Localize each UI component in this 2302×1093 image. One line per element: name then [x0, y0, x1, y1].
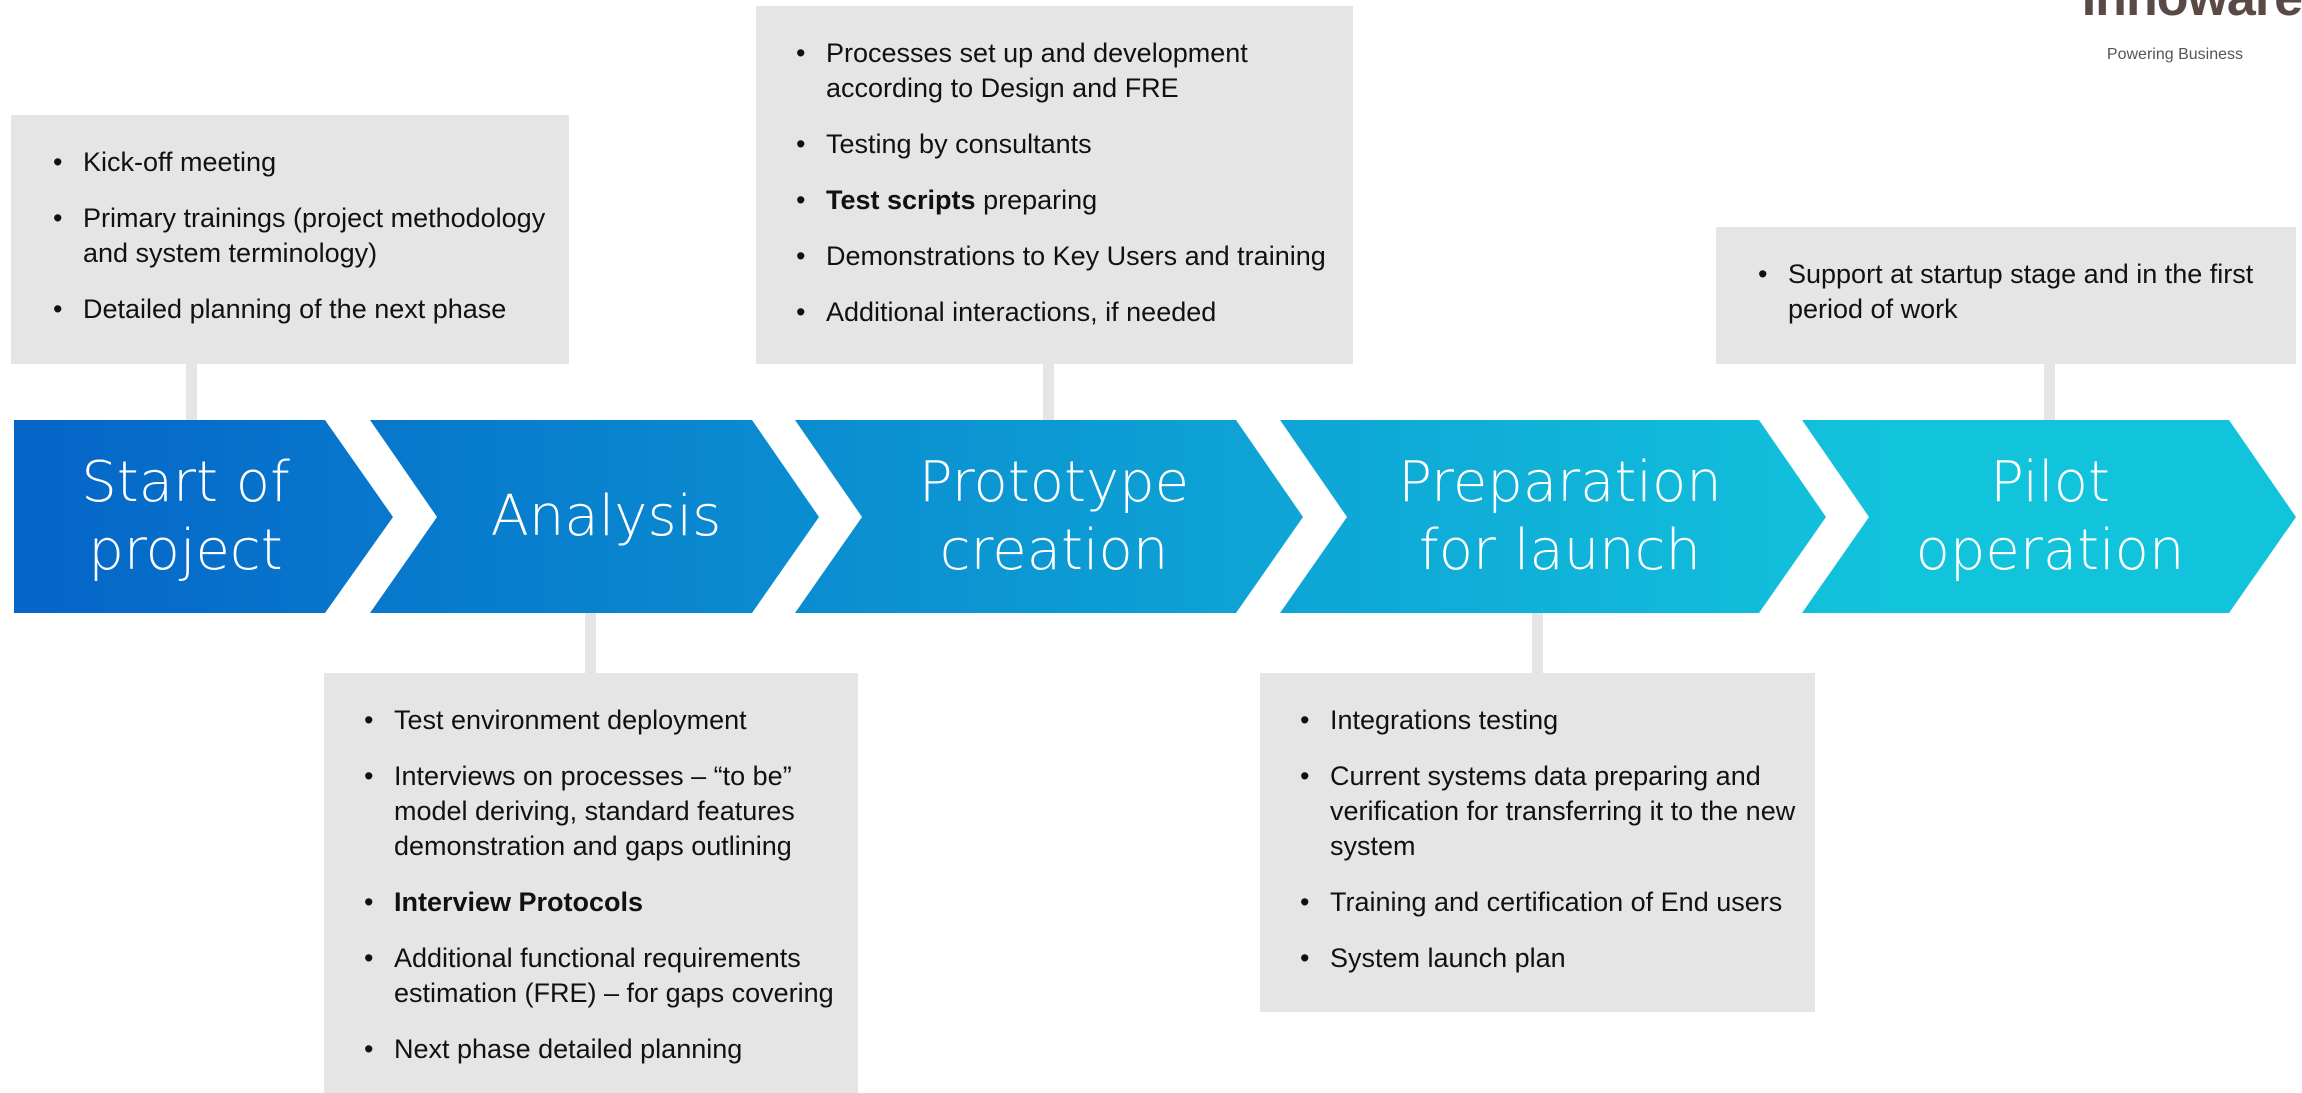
stage-arrow-preparation — [1280, 420, 1826, 613]
list-item: Processes set up and development accordi… — [796, 36, 1339, 106]
stage-arrow-pilot — [1802, 420, 2296, 613]
stage-arrow-prototype — [795, 420, 1303, 613]
connector-pilot — [2044, 363, 2055, 420]
list-item: System launch plan — [1300, 941, 1797, 976]
stage-prototype-line2: creation — [939, 517, 1169, 583]
list-item: Testing by consultants — [796, 127, 1339, 162]
stage-pilot-line2: operation — [1915, 517, 2185, 583]
box-start-of-project: Kick-off meeting Primary trainings (proj… — [11, 115, 569, 364]
company-logo: Innoware Powering Business — [2002, 0, 2302, 70]
analysis-items: Test environment deployment Interviews o… — [364, 703, 840, 1067]
connector-start — [186, 363, 197, 420]
list-item: Current systems data preparing and verif… — [1300, 759, 1797, 864]
box-analysis: Test environment deployment Interviews o… — [324, 673, 858, 1093]
list-item: Test environment deployment — [364, 703, 840, 738]
stage-label-prototype: Prototype creation — [833, 420, 1275, 613]
list-item: Demonstrations to Key Users and training — [796, 239, 1339, 274]
start-items: Kick-off meeting Primary trainings (proj… — [53, 145, 549, 327]
stage-label-analysis: Analysis — [400, 420, 812, 613]
stage-prototype-line1: Prototype — [918, 449, 1190, 515]
box-preparation-for-launch: Integrations testing Current systems dat… — [1260, 673, 1815, 1012]
stage-preparation-line2: for launch — [1419, 517, 1701, 583]
list-item: Training and certification of End users — [1300, 885, 1797, 920]
prototype-items: Processes set up and development accordi… — [796, 36, 1339, 330]
logo-name: Innoware — [2082, 0, 2302, 28]
pilot-items: Support at startup stage and in the firs… — [1758, 257, 2278, 327]
preparation-items: Integrations testing Current systems dat… — [1300, 703, 1797, 976]
stage-start-line2: project — [88, 517, 283, 583]
stage-start-line1: Start of — [81, 449, 290, 515]
list-item: Additional interactions, if needed — [796, 295, 1339, 330]
stage-arrow-start — [14, 420, 393, 613]
logo-tagline: Powering Business — [2106, 46, 2243, 63]
stage-label-preparation: Preparation for launch — [1310, 420, 1810, 613]
connector-prototype — [1043, 363, 1054, 420]
stage-pilot-line1: Pilot — [1990, 449, 2110, 515]
list-item: Test scripts preparing — [796, 183, 1339, 218]
connector-analysis — [585, 612, 596, 674]
list-item: Primary trainings (project methodology a… — [53, 201, 549, 271]
list-item: Integrations testing — [1300, 703, 1797, 738]
list-item: Additional functional requirements estim… — [364, 941, 840, 1011]
stage-arrow-analysis — [370, 420, 819, 613]
stage-analysis-line1: Analysis — [490, 483, 722, 549]
list-item: Interviews on processes – “to be” model … — [364, 759, 840, 864]
stage-label-pilot: Pilot operation — [1840, 420, 2260, 613]
connector-preparation — [1532, 612, 1543, 674]
stage-label-start: Start of project — [14, 420, 357, 613]
list-item: Detailed planning of the next phase — [53, 292, 549, 327]
list-item: Support at startup stage and in the firs… — [1758, 257, 2278, 327]
list-item: Next phase detailed planning — [364, 1032, 840, 1067]
box-pilot-operation: Support at startup stage and in the firs… — [1716, 227, 2296, 364]
box-prototype-creation: Processes set up and development accordi… — [756, 6, 1353, 364]
list-item: Interview Protocols — [364, 885, 840, 920]
list-item: Kick-off meeting — [53, 145, 549, 180]
stage-preparation-line1: Preparation — [1398, 449, 1722, 515]
